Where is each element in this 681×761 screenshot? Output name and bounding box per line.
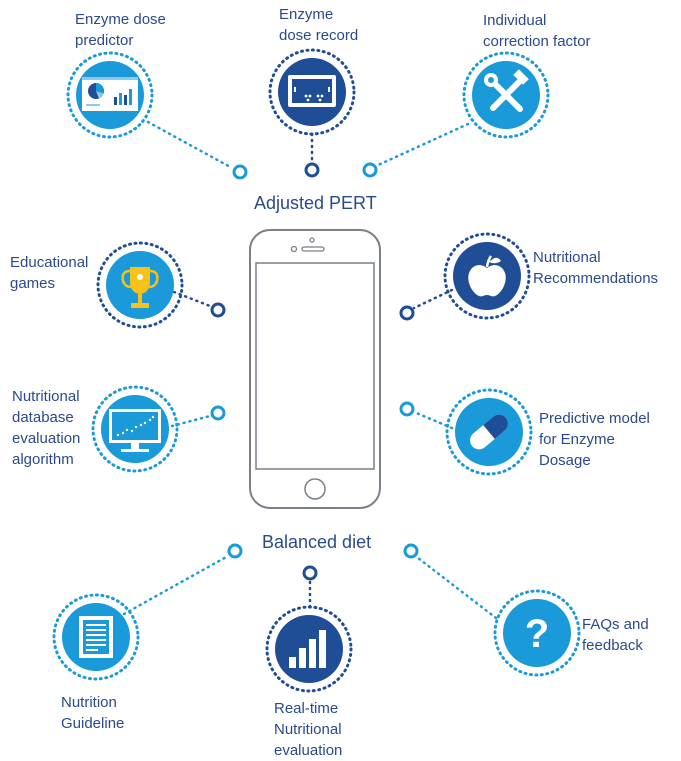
individual-correction-factor-label: Individual correction factor [483,10,591,52]
node-realtime-evaluation [302,565,318,581]
nutrition-guideline-label: Nutrition Guideline [61,692,124,734]
realtime-evaluation-label: Real-time Nutritional evaluation [274,698,342,761]
connector-nutritional-database [170,414,212,428]
label-line: Real-time [274,700,339,717]
connector-enzyme-dose-predictor [146,120,234,170]
pill-icon [445,388,533,476]
label-line: correction factor [483,33,591,50]
label-line: Predictive model [539,410,650,427]
smartphone-icon [249,229,381,509]
document-icon [52,593,140,681]
apple-icon [443,232,531,320]
connector-nutritional-recommendations [412,288,454,310]
label-line: algorithm [12,451,74,468]
label-line: Nutritional [12,388,80,405]
bar-chart-icon [265,605,353,693]
label-line: Individual [483,12,547,29]
connector-predictive-model [412,410,454,430]
label-line: Educational [10,254,89,271]
educational-games-label: Educational games [10,252,88,294]
connector-faqs [416,556,498,620]
node-faqs [403,543,419,559]
predictive-model-label: Predictive model for Enzyme Dosage [539,408,650,471]
nutritional-database-label: Nutritional database evaluation algorith… [12,386,80,470]
node-nutrition-guideline [227,543,243,559]
connector-individual-correction [374,122,470,168]
label-line: Dosage [539,452,591,469]
label-line: evaluation [12,430,81,447]
svg-text:?: ? [525,612,549,656]
record-screen-icon [268,48,356,136]
adjusted-pert-label: Adjusted PERT [254,193,377,213]
node-individual-correction [362,162,378,178]
label-line: evaluation [274,742,343,759]
chart-screen-icon [66,51,154,139]
monitor-scatter-icon [91,385,179,473]
enzyme-dose-predictor-label: Enzyme dose predictor [75,9,166,51]
node-nutritional-recommendations [399,305,415,321]
label-line: games [10,275,56,292]
connector-educational-games [172,290,212,308]
nutritional-recommendations-label: Nutritional Recommendations [533,247,658,289]
label-line: dose record [279,27,359,44]
label-line: Enzyme [279,6,334,23]
node-nutritional-database [210,405,226,421]
question-icon: ? [493,589,581,677]
connector-nutrition-guideline [122,554,230,616]
tools-icon [462,51,550,139]
label-line: Nutritional [533,249,601,266]
label-line: for Enzyme [539,431,615,448]
trophy-icon [96,241,184,329]
node-enzyme-dose-record [304,162,320,178]
label-line: Nutritional [274,721,342,738]
enzyme-dose-record-label: Enzyme dose record [279,4,358,46]
balanced-diet-label: Balanced diet [262,532,372,552]
label-line: Enzyme dose [75,11,166,28]
label-line: Recommendations [533,270,659,287]
label-line: Guideline [61,715,125,732]
label-line: Nutrition [61,694,117,711]
label-line: feedback [582,637,643,654]
label-line: FAQs and [582,616,649,633]
node-predictive-model [399,401,415,417]
label-line: predictor [75,32,134,49]
node-educational-games [210,302,226,318]
node-enzyme-dose-predictor [232,164,248,180]
faqs-label: FAQs and feedback [582,614,649,656]
label-line: database [12,409,74,426]
